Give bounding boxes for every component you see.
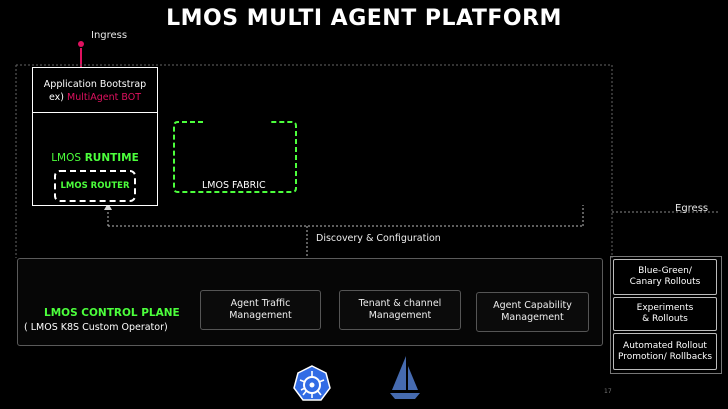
step-line1: Tenant & channel: [358, 298, 442, 309]
rollout-box-bluegreen: Blue-Green/Canary Rollouts: [613, 259, 717, 295]
step-line2: Management: [501, 312, 564, 323]
bus-left-arrow: [104, 203, 112, 210]
rollout-line2: & Rollouts: [642, 314, 688, 324]
step-line1: Agent Capability: [493, 300, 572, 311]
kubernetes-icon: [293, 365, 331, 401]
runtime-prefix: LMOS: [51, 152, 82, 164]
rollout-box-experiments: Experiments& Rollouts: [613, 297, 717, 331]
rollout-line1: Blue-Green/: [638, 266, 692, 276]
egress-label: Egress: [675, 203, 709, 214]
bootstrap-example-prefix: ex): [48, 92, 64, 103]
page-title: LMOS MULTI AGENT PLATFORM: [166, 6, 562, 31]
rollout-line2: Promotion/ Rollbacks: [617, 351, 713, 362]
rollout-panel: [610, 256, 722, 374]
ingress-label: Ingress: [91, 30, 128, 41]
ingress-pin-head: [78, 41, 84, 47]
bootstrap-title: Application Bootstrap: [43, 79, 147, 90]
runtime-box: LMOS RUNTIME LMOS ROUTER: [32, 112, 158, 206]
rollout-line2: Canary Rollouts: [629, 277, 701, 287]
rollout-line1: Automated Rollout: [623, 340, 707, 351]
step-line1: Agent Traffic: [230, 298, 291, 309]
page-number: 17: [604, 388, 612, 395]
istio-icon: [390, 356, 420, 399]
fabric-frame: [173, 121, 297, 193]
bootstrap-example: ex) MultiAgent BOT: [33, 91, 157, 104]
bootstrap-box: Application Bootstrap ex) MultiAgent BOT: [32, 67, 158, 114]
step-line2: Management: [229, 310, 292, 321]
router-box: LMOS ROUTER: [54, 170, 136, 202]
rollout-line1: Experiments: [636, 303, 694, 313]
runtime-title: LMOS RUNTIME: [33, 152, 157, 164]
bootstrap-example-name: MultiAgent BOT: [67, 92, 142, 103]
control-plane-title: LMOS CONTROL PLANE: [44, 307, 180, 319]
control-plane-subtitle: ( LMOS K8S Custom Operator): [24, 322, 168, 333]
fabric-label: LMOS FABRIC: [202, 180, 266, 191]
runtime-highlight: RUNTIME: [84, 152, 139, 164]
discovery-label: Discovery & Configuration: [316, 233, 441, 244]
step-line2: Management: [368, 310, 432, 321]
